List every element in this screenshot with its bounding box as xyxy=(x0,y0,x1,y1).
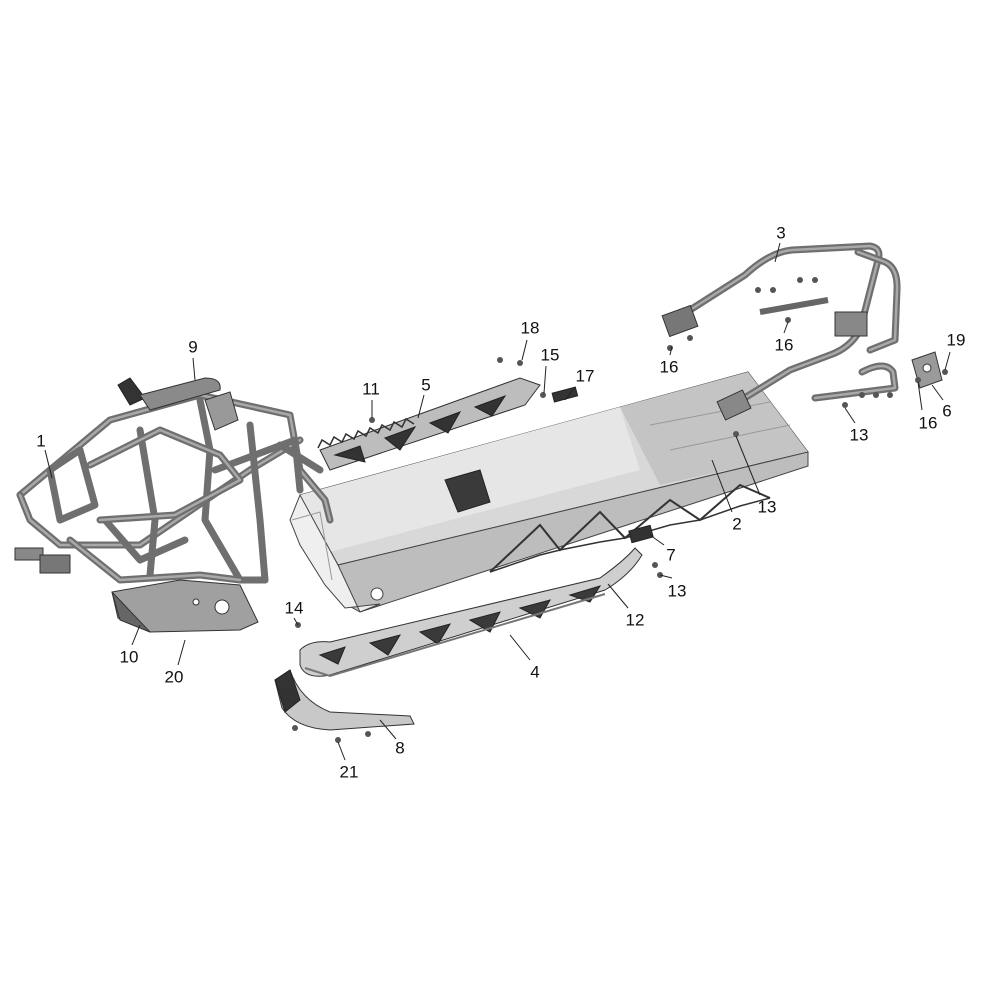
callout-4: 4 xyxy=(530,662,540,682)
callout-21: 21 xyxy=(339,762,359,782)
callout-10: 10 xyxy=(119,647,139,667)
callout-6: 6 xyxy=(942,401,952,421)
part-tunnel xyxy=(289,371,809,613)
part-skid-plate xyxy=(111,579,259,633)
callout-13b: 13 xyxy=(757,497,777,517)
part-rear-bumper xyxy=(661,242,901,421)
fasteners xyxy=(292,277,948,743)
part-rail-4 xyxy=(299,547,643,678)
callout-1: 1 xyxy=(36,431,46,451)
part-bracket-6 xyxy=(911,351,943,389)
part-block-7 xyxy=(628,524,654,544)
callout-2: 2 xyxy=(732,514,742,534)
callout-3: 3 xyxy=(776,223,786,243)
callout-8: 8 xyxy=(395,738,405,758)
callout-16a: 16 xyxy=(659,357,679,377)
callout-20: 20 xyxy=(164,667,184,687)
callout-16b: 16 xyxy=(774,335,794,355)
callout-18: 18 xyxy=(520,318,540,338)
callout-11: 11 xyxy=(362,379,380,399)
callout-16c: 16 xyxy=(918,413,938,433)
callout-9: 9 xyxy=(188,337,198,357)
callout-5: 5 xyxy=(421,375,431,395)
callout-13c: 13 xyxy=(667,581,687,601)
callout-17: 17 xyxy=(575,366,595,386)
part-rail-5 xyxy=(317,377,541,471)
callout-15: 15 xyxy=(540,345,560,365)
part-bracket-9 xyxy=(117,377,239,431)
callout-14: 14 xyxy=(284,598,304,618)
leader-lines xyxy=(44,242,951,761)
callout-12: 12 xyxy=(625,610,645,630)
part-front-frame xyxy=(14,391,334,584)
part-bracket-8 xyxy=(274,669,415,731)
callout-7: 7 xyxy=(666,545,676,565)
callout-13a: 13 xyxy=(849,425,869,445)
callout-19: 19 xyxy=(946,330,966,350)
